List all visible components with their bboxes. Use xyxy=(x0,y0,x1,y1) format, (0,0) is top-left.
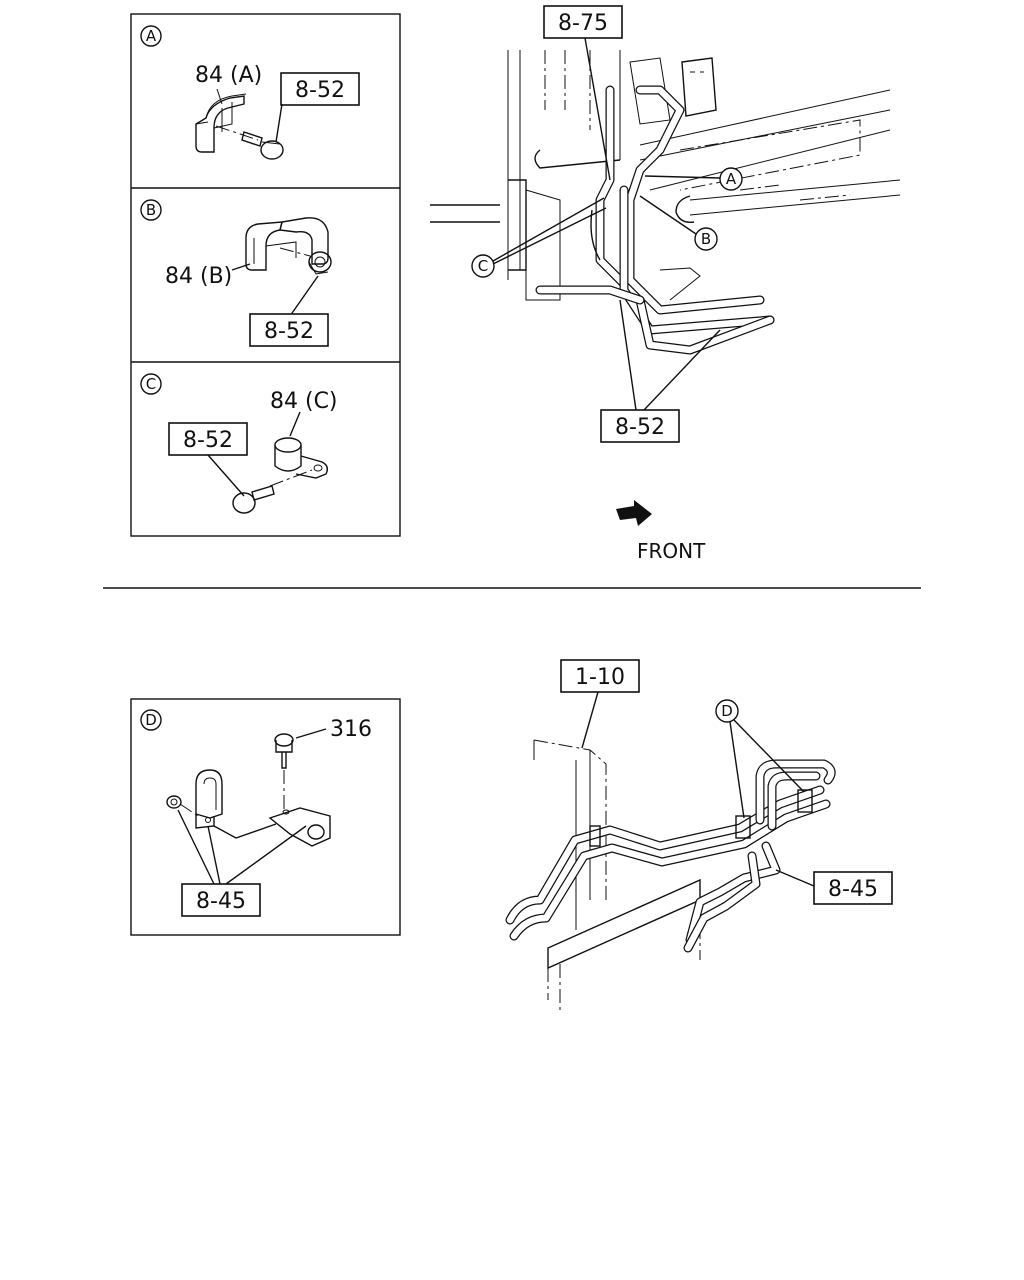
clip-84c-icon xyxy=(274,437,329,479)
clamp-icon xyxy=(735,815,751,839)
callout-circle-a xyxy=(719,167,743,191)
leader-line xyxy=(225,825,307,885)
detail-panels-top: A 84 (A) 8-52 B xyxy=(130,13,401,537)
leader-line xyxy=(231,263,251,271)
leader-line xyxy=(289,275,319,317)
ref-box-1-10 xyxy=(560,659,640,693)
ref-label-8-75: 8-75 xyxy=(558,11,608,36)
callout-letter-c: C xyxy=(478,257,488,275)
main-view-bottom: D 1-10 8-45 xyxy=(505,659,893,1010)
ref-label-1-10: 1-10 xyxy=(575,665,625,690)
detail-panel-d: D 316 8-45 xyxy=(130,698,401,936)
leader-line xyxy=(177,809,215,885)
callout-circle-c xyxy=(140,373,162,395)
front-label: FRONT xyxy=(637,539,706,563)
ref-label-8-52-c: 8-52 xyxy=(183,428,233,453)
callout-circle-b xyxy=(140,199,162,221)
callout-letter-b: B xyxy=(701,230,711,248)
callout-circle-a xyxy=(140,25,162,47)
clamp-icon xyxy=(589,825,601,847)
front-arrow-icon xyxy=(616,500,652,526)
callout-letter-a: A xyxy=(146,27,157,45)
callout-circle-b xyxy=(694,227,718,251)
leader-line xyxy=(584,37,611,181)
detail-panel-frame xyxy=(130,13,401,537)
ref-box-8-45-main xyxy=(813,871,893,905)
leader-line xyxy=(729,721,745,819)
leader-line xyxy=(619,299,637,411)
leader-line xyxy=(775,869,815,887)
main-view-top: A B C 8-75 8-52 FRONT xyxy=(430,5,901,563)
ref-box-8-52-a xyxy=(280,72,360,106)
ref-label-8-52-main: 8-52 xyxy=(615,415,665,440)
ref-box-8-75 xyxy=(543,5,623,39)
leader-line xyxy=(639,195,697,235)
clamp-icon xyxy=(195,769,223,829)
strap-line xyxy=(213,823,277,839)
ref-label-8-45-main: 8-45 xyxy=(828,877,878,902)
callout-letter-b: B xyxy=(146,201,156,219)
part-label-84c: 84 (C) xyxy=(270,389,338,414)
callout-circle-d xyxy=(140,709,162,731)
callout-letter-a: A xyxy=(726,170,737,188)
ref-label-8-52-b: 8-52 xyxy=(264,319,314,344)
bolt-icon xyxy=(232,469,313,514)
clip-84b-icon xyxy=(245,217,329,271)
bolt-icon xyxy=(274,733,294,810)
leader-line xyxy=(733,719,805,793)
leader-line xyxy=(279,247,311,257)
leader-line xyxy=(581,691,599,749)
leader-line xyxy=(275,103,283,143)
detail-panel-b: B 84 (B) 8-52 xyxy=(140,199,332,347)
clamp-icon xyxy=(797,789,813,813)
nut-icon xyxy=(308,251,332,275)
ref-box-8-52-main xyxy=(600,409,680,443)
detail-panel-a: A 84 (A) 8-52 xyxy=(140,25,360,160)
ref-box-8-52-b xyxy=(249,313,329,347)
callout-letter-c: C xyxy=(146,375,156,393)
bracket-icon xyxy=(268,807,331,847)
leader-line xyxy=(207,825,221,885)
part-label-84b: 84 (B) xyxy=(165,264,232,289)
part-label-316: 316 xyxy=(330,717,372,742)
leader-line xyxy=(295,728,327,739)
ref-box-8-52-c xyxy=(168,422,248,456)
callout-letter-d: D xyxy=(721,702,733,720)
part-label-84a: 84 (A) xyxy=(195,63,262,88)
leader-line xyxy=(492,197,605,262)
ref-label-8-52-a: 8-52 xyxy=(295,78,345,103)
callout-letter-d: D xyxy=(145,711,157,729)
detail-panel-c: C 84 (C) 8-52 xyxy=(140,373,338,514)
leader-line xyxy=(644,175,721,179)
ref-label-8-45-d: 8-45 xyxy=(196,889,246,914)
callout-circle-d xyxy=(715,699,739,723)
ref-box-8-45-d xyxy=(181,883,261,917)
bolt-icon xyxy=(215,125,284,160)
leader-line xyxy=(207,454,245,497)
leader-line xyxy=(643,329,721,411)
detail-panel-frame xyxy=(130,698,401,936)
callout-circle-c xyxy=(471,254,495,278)
leader-line xyxy=(492,207,607,265)
nut-icon xyxy=(166,795,199,817)
leader-line xyxy=(289,411,301,437)
clip-84a-icon xyxy=(195,88,247,153)
